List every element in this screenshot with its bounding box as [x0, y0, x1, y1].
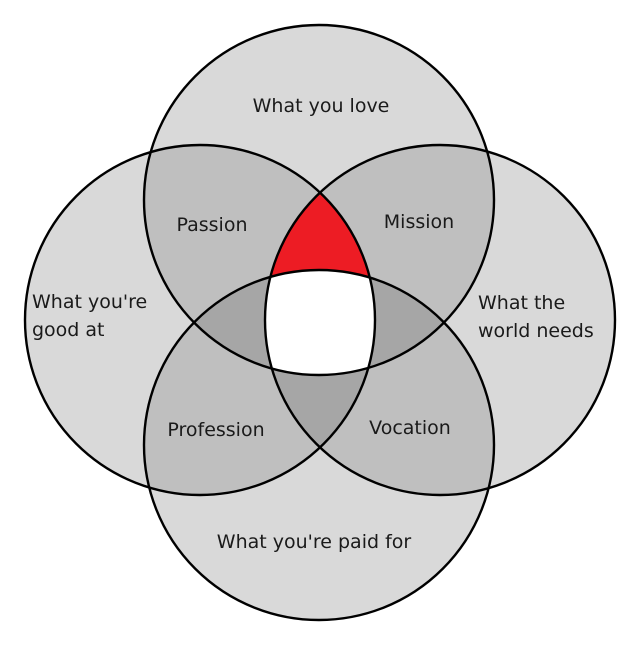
label-what-youre-good-at: What you're good at	[32, 291, 153, 341]
outline-top	[142, 23, 496, 377]
label-good-at-line-2: good at	[32, 319, 105, 341]
outline-right	[263, 143, 617, 497]
label-world-needs-line-2: world needs	[478, 320, 594, 342]
label-what-you-love: What you love	[253, 95, 390, 117]
outline-bottom	[142, 268, 496, 622]
outline-left	[23, 143, 377, 497]
label-good-at-line-1: What you're	[32, 291, 147, 313]
label-passion: Passion	[177, 214, 248, 236]
circle-outlines	[23, 23, 617, 622]
label-profession: Profession	[167, 419, 264, 441]
label-what-youre-paid-for: What you're paid for	[217, 531, 412, 553]
label-what-the-world-needs: What the world needs	[478, 292, 594, 342]
labels: What you love What you're good at What t…	[32, 95, 594, 553]
label-vocation: Vocation	[369, 417, 451, 439]
label-world-needs-line-1: What the	[478, 292, 565, 314]
label-mission: Mission	[384, 211, 454, 233]
